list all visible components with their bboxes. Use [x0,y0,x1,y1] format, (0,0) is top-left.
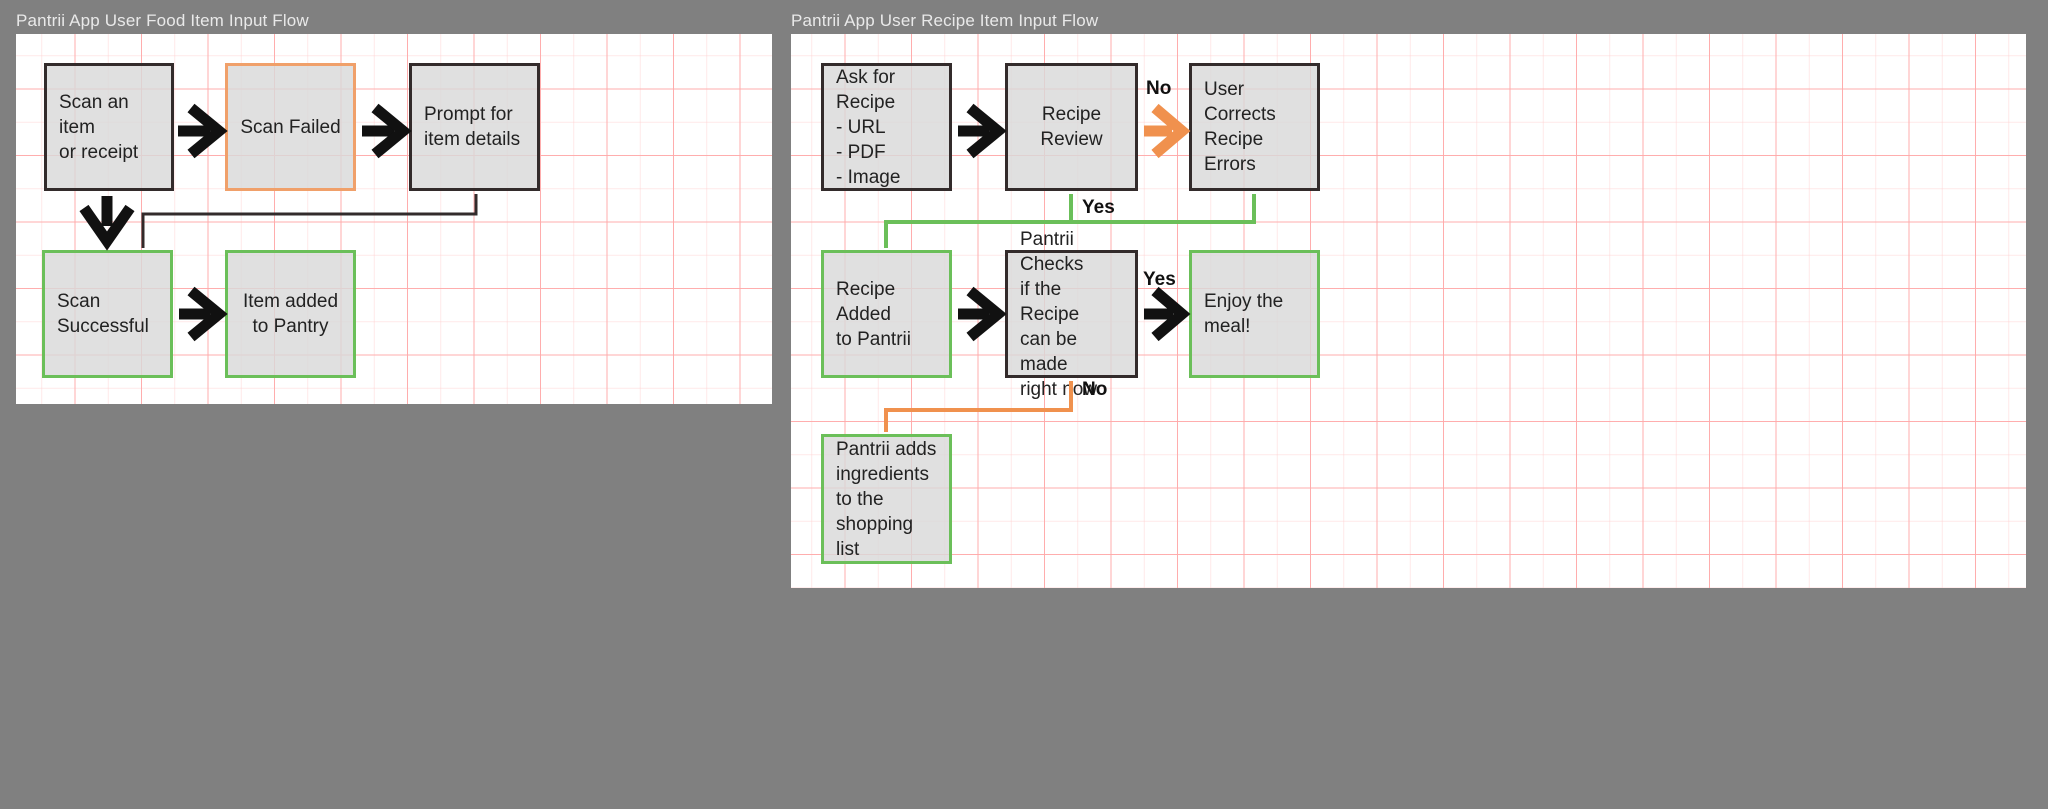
node-label: Recipe Review [1040,104,1103,150]
node-item-added-to-pantry[interactable]: Item added to Pantry [225,250,356,378]
node-label: Pantrii Checks if the Recipe can be made… [1020,228,1098,400]
node-pantrii-checks-recipe[interactable]: Pantrii Checks if the Recipe can be made… [1005,229,1138,400]
node-label: Recipe Added to Pantrii [836,278,911,350]
node-user-corrects-recipe-errors[interactable]: User Corrects Recipe Errors [1189,63,1320,191]
edge-label-yes-check: Yes [1143,269,1176,290]
node-scan-successful[interactable]: Scan Successful [42,250,173,378]
node-label: Pantrii adds ingredients to the shopping… [836,438,937,560]
node-label: Scan Successful [57,291,149,337]
node-enjoy-the-meal[interactable]: Enjoy the meal! [1189,250,1320,378]
panel-title-recipe-flow: Pantrii App User Recipe Item Input Flow [791,11,1099,30]
node-scan-item-or-receipt[interactable]: Scan an item or receipt [44,63,174,191]
node-label: Scan an item or receipt [59,91,139,163]
node-scan-failed[interactable]: Scan Failed [225,63,356,191]
node-ask-for-recipe[interactable]: Ask for Recipe - URL - PDF - Image [821,63,952,191]
panel-title-food-flow: Pantrii App User Food Item Input Flow [16,11,309,30]
node-pantrii-adds-ingredients[interactable]: Pantrii adds ingredients to the shopping… [821,434,952,564]
edge-label-no-check: No [1082,379,1108,400]
node-label: Ask for Recipe - URL - PDF - Image [836,66,901,188]
edge-label-yes-review: Yes [1082,197,1115,218]
node-recipe-review[interactable]: Recipe Review [1005,63,1138,191]
diagram-canvas-recipe-flow [791,34,2026,588]
node-prompt-for-item-details[interactable]: Prompt for item details [409,63,540,191]
node-label: Item added to Pantry [242,291,339,337]
node-label: Scan Failed [240,116,341,138]
node-label: Prompt for item details [424,104,521,150]
node-label: User Corrects Recipe Errors [1204,79,1276,175]
node-label: Enjoy the meal! [1204,291,1284,337]
edge-label-no-review: No [1146,78,1172,99]
node-recipe-added-to-pantrii[interactable]: Recipe Added to Pantrii [821,250,952,378]
